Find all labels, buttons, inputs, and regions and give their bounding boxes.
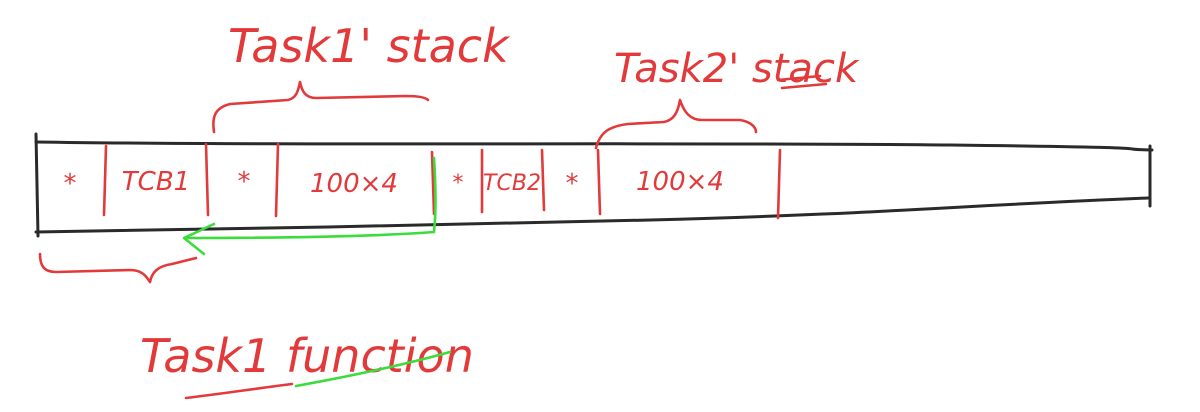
task1-function-label: Task1 function <box>140 329 474 383</box>
caption-underline-green <box>294 350 452 388</box>
cell-tcb2: TCB2 <box>483 171 541 196</box>
strip-top-edge <box>34 140 1154 152</box>
cell-star-3: * <box>453 171 464 196</box>
caption-underline-red <box>184 382 294 400</box>
cell-divider-1 <box>102 144 108 217</box>
task2-stack-brace <box>594 98 758 150</box>
cell-divider-3 <box>274 142 280 218</box>
cell-divider-2 <box>204 142 210 217</box>
cell-star-1: * <box>64 169 77 199</box>
cell-mem-100x4-1: 100×4 <box>310 169 398 199</box>
cell-divider-8 <box>776 148 782 220</box>
cell-divider-4 <box>430 150 436 216</box>
task1-stack-brace <box>212 80 430 134</box>
strip-left-edge <box>34 132 40 238</box>
task1-stack-label: Task1' stack <box>228 19 511 73</box>
strip-bottom-edge <box>34 196 1150 234</box>
task2-underline-1 <box>776 74 822 82</box>
green-arrow-head <box>182 222 216 256</box>
cell-mem-100x4-2: 100×4 <box>636 167 724 197</box>
green-arrow-shaft <box>186 156 437 240</box>
cell-divider-7 <box>596 148 602 216</box>
task1-function-brace <box>38 252 198 284</box>
cell-star-2: * <box>238 167 251 197</box>
cell-tcb1: TCB1 <box>122 167 190 197</box>
cell-star-4: * <box>566 169 579 199</box>
cell-divider-6 <box>540 148 546 212</box>
task2-underline-2 <box>780 82 828 90</box>
